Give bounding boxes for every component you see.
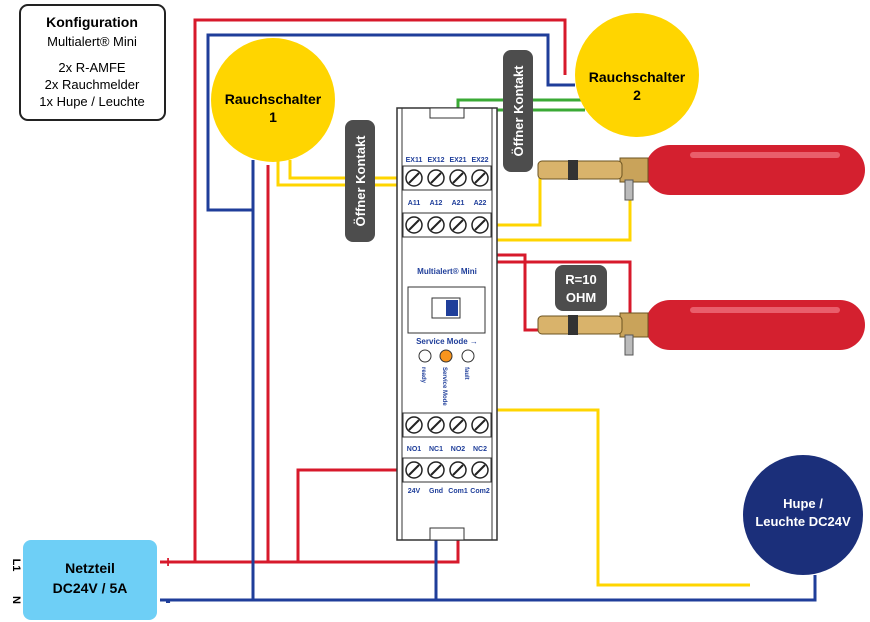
svg-text:Öffner Kontakt: Öffner Kontakt [353, 135, 368, 227]
svg-text:Netzteil: Netzteil [65, 560, 115, 576]
terminal-label: A12 [430, 200, 443, 207]
smoke-switch-1: Rauchschalter 1 [211, 38, 335, 162]
terminal-screw[interactable] [449, 416, 467, 434]
connector-pin [624, 334, 634, 356]
horn-light: Hupe / Leuchte DC24V [743, 455, 863, 575]
smoke-switch-2-number: 2 [633, 87, 641, 103]
l1-label: L1 [10, 559, 22, 572]
multialert-module: EX11 EX12 EX21 EX22 A11 A12 A21 A22 NO1 … [396, 107, 498, 541]
terminal-screw[interactable] [405, 169, 423, 187]
led-label: ready [420, 367, 426, 384]
terminal-label: EX22 [471, 157, 488, 164]
cylinder-highlight [690, 307, 840, 313]
terminal-label: A11 [408, 200, 421, 207]
terminal-screw[interactable] [449, 169, 467, 187]
terminal-block [402, 457, 492, 483]
terminal-label: Com2 [470, 488, 490, 495]
terminal-label: NO2 [451, 446, 466, 453]
terminal-block [402, 412, 492, 438]
terminal-label: EX21 [449, 157, 466, 164]
nc-contact-label-2: Öffner Kontakt [503, 50, 533, 172]
terminal-screw[interactable] [471, 169, 489, 187]
terminal-label: NC2 [473, 446, 487, 453]
connector-pin [624, 179, 634, 201]
smoke-switch-2: Rauchschalter 2 [575, 13, 699, 137]
smoke-switch-2-label: Rauchschalter [589, 69, 686, 85]
config-line: 2x R-AMFE [58, 60, 126, 75]
config-line: 1x Hupe / Leuchte [39, 94, 145, 109]
terminal-label: NC1 [429, 446, 443, 453]
terminal-label: NO1 [407, 446, 422, 453]
extinguisher-cylinder-1 [537, 145, 865, 201]
svg-text:DC24V / 5A: DC24V / 5A [53, 580, 128, 596]
wire-blue-main [160, 575, 817, 602]
power-supply: Netzteil DC24V / 5A + - L1 N [10, 540, 173, 620]
n-label: N [10, 596, 22, 604]
terminal-label: 24V [408, 488, 421, 495]
nc-contact-label-1: Öffner Kontakt [345, 120, 375, 242]
actuator-band [568, 315, 578, 335]
terminal-screw[interactable] [449, 216, 467, 234]
terminal-label: A21 [452, 200, 465, 207]
terminal-label: A22 [474, 200, 487, 207]
smoke-switch-1-label: Rauchschalter [225, 91, 322, 107]
led-fault [461, 349, 475, 363]
resistor-label: R=10 OHM [555, 265, 607, 311]
smoke-switch-1-number: 1 [269, 109, 277, 125]
minus-label: - [165, 593, 170, 610]
terminal-label: EX11 [406, 157, 423, 164]
terminal-screw[interactable] [449, 461, 467, 479]
cylinder-highlight [690, 152, 840, 158]
terminal-label: Gnd [429, 488, 443, 495]
svg-text:Leuchte DC24V: Leuchte DC24V [755, 514, 851, 529]
terminal-block [402, 212, 492, 238]
actuator [537, 160, 623, 180]
actuator-band [568, 160, 578, 180]
actuator [537, 315, 623, 335]
terminal-screw[interactable] [405, 216, 423, 234]
terminal-screw[interactable] [471, 461, 489, 479]
wire-blue-loop [206, 33, 575, 212]
wire-yellow-a22 [480, 175, 542, 227]
terminal-screw[interactable] [405, 416, 423, 434]
valve-head [619, 157, 649, 183]
extinguisher-cylinder-2 [537, 300, 865, 356]
led-service-mode [439, 349, 453, 363]
terminal-label: Com1 [448, 488, 468, 495]
terminal-screw[interactable] [405, 461, 423, 479]
terminal-blocks [402, 165, 492, 483]
plus-label: + [163, 554, 172, 571]
dip-switch-knob [446, 300, 458, 316]
module-name: Multialert® Mini [417, 267, 477, 276]
wire-yellow-ex12 [276, 160, 436, 187]
terminal-screw[interactable] [427, 169, 445, 187]
config-subtitle: Multialert® Mini [47, 34, 137, 49]
terminal-block [402, 165, 492, 191]
svg-text:Hupe /: Hupe / [783, 496, 823, 511]
service-mode-label: Service Mode → [416, 337, 478, 346]
config-box: Konfiguration Multialert® Mini 2x R-AMFE… [19, 4, 166, 121]
terminal-screw[interactable] [427, 216, 445, 234]
led-label: Service Mode [441, 367, 447, 406]
svg-text:Öffner Kontakt: Öffner Kontakt [511, 65, 526, 157]
svg-text:OHM: OHM [566, 290, 596, 305]
led-ready [418, 349, 432, 363]
terminal-label: EX12 [427, 157, 444, 164]
led-label: fault [463, 367, 469, 380]
terminal-screw[interactable] [427, 461, 445, 479]
terminal-screw[interactable] [471, 216, 489, 234]
config-line: 2x Rauchmelder [45, 77, 140, 92]
config-title: Konfiguration [46, 14, 138, 30]
svg-text:R=10: R=10 [565, 272, 596, 287]
wire-red-24v [160, 468, 414, 564]
valve-head [619, 312, 649, 338]
terminal-screw[interactable] [427, 416, 445, 434]
terminal-screw[interactable] [471, 416, 489, 434]
